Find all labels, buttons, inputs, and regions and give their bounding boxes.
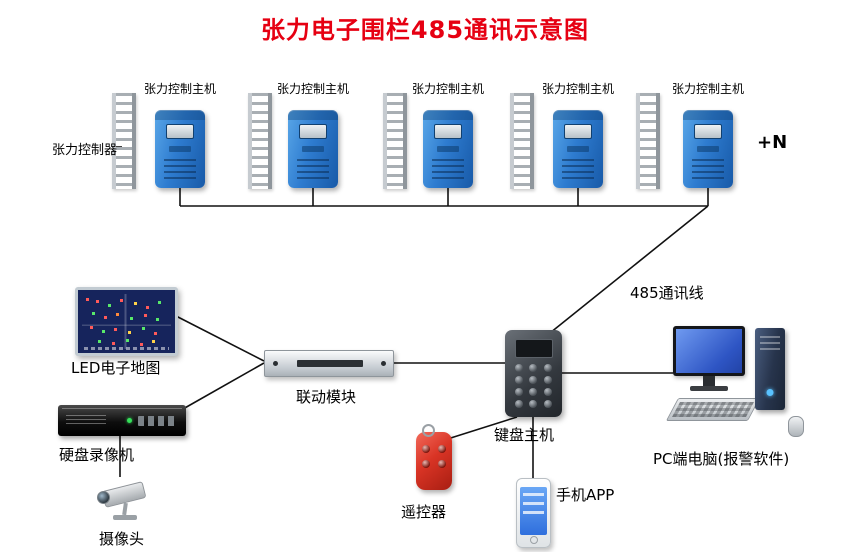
dvr-label: 硬盘录像机 — [59, 446, 135, 464]
wire-485-to-keypad — [544, 205, 709, 338]
keypad-host-label: 键盘主机 — [494, 426, 555, 444]
remote-buttons — [422, 445, 446, 468]
pc-power-led — [766, 389, 774, 396]
tension-controller-device — [423, 110, 473, 188]
controller-badge — [169, 146, 191, 152]
controller-host-label: 张力控制主机 — [671, 82, 744, 96]
more-units-indicator: +N — [757, 132, 788, 153]
pc-label: PC端电脑(报警软件) — [653, 450, 790, 468]
pc-mouse — [788, 416, 804, 437]
wire-ledmap-to-module — [175, 315, 265, 362]
tension-controller-device — [683, 110, 733, 188]
pc-monitor-stand — [703, 376, 715, 386]
phone-app-label: 手机APP — [556, 486, 615, 504]
camera-mount — [122, 502, 128, 516]
controller-screen — [694, 124, 722, 139]
camera-base — [113, 515, 137, 520]
camera-label: 摄像头 — [99, 530, 145, 548]
keypad-host-device — [505, 330, 562, 417]
controller-vents — [164, 159, 196, 181]
keypad-keys — [514, 364, 553, 408]
controller-badge — [567, 146, 589, 152]
controller-vents — [692, 159, 724, 181]
controller-screen — [434, 124, 462, 139]
module-slot — [297, 360, 363, 367]
controller-screen — [299, 124, 327, 139]
controller-vents — [297, 159, 329, 181]
led-map-traces — [82, 294, 171, 349]
controller-badge — [697, 146, 719, 152]
controller-host-label: 张力控制主机 — [143, 82, 216, 96]
tension-controller-device — [155, 110, 205, 188]
fence-post — [383, 93, 407, 189]
controller-screen — [166, 124, 194, 139]
tension-controller-device — [553, 110, 603, 188]
led-map-display — [75, 287, 178, 356]
rs485-line-label: 485通讯线 — [630, 284, 704, 302]
controller-screen — [564, 124, 592, 139]
pc-monitor-screen — [676, 329, 742, 373]
tension-controller-label: 张力控制器 — [52, 143, 118, 158]
linkage-module-device — [264, 350, 394, 377]
tension-controller-device — [288, 110, 338, 188]
keypad-screen — [514, 339, 553, 358]
controller-badge — [437, 146, 459, 152]
pc-tower — [755, 328, 785, 410]
camera-lens-icon — [97, 491, 110, 504]
dvr-device — [58, 405, 186, 436]
controller-host-label: 张力控制主机 — [541, 82, 614, 96]
phone-device — [516, 478, 551, 548]
controller-vents — [432, 159, 464, 181]
diagram-title: 张力电子围栏485通讯示意图 — [260, 16, 590, 44]
pc-keyboard — [665, 398, 761, 421]
wire-dvr-to-module — [182, 362, 265, 410]
fence-post — [248, 93, 272, 189]
remote-control-device — [416, 424, 452, 490]
controller-badge — [302, 146, 324, 152]
dvr-status-led — [127, 418, 132, 423]
fence-post — [112, 93, 136, 189]
pc-monitor-base — [690, 386, 728, 391]
controller-host-label: 张力控制主机 — [276, 82, 349, 96]
controller-host-label: 张力控制主机 — [411, 82, 484, 96]
pc-monitor — [673, 326, 745, 376]
controller-vents — [562, 159, 594, 181]
fence-post — [510, 93, 534, 189]
led-map-label: LED电子地图 — [71, 359, 161, 377]
dvr-front-text — [66, 415, 106, 427]
fence-post — [636, 93, 660, 189]
led-map-dots — [86, 298, 89, 301]
linkage-module-label: 联动模块 — [296, 388, 357, 406]
phone-screen — [520, 487, 547, 535]
module-screws — [273, 361, 278, 366]
phone-home-button — [529, 536, 538, 544]
camera-device — [95, 476, 149, 524]
remote-label: 遥控器 — [401, 503, 447, 521]
dvr-buttons — [138, 416, 178, 426]
